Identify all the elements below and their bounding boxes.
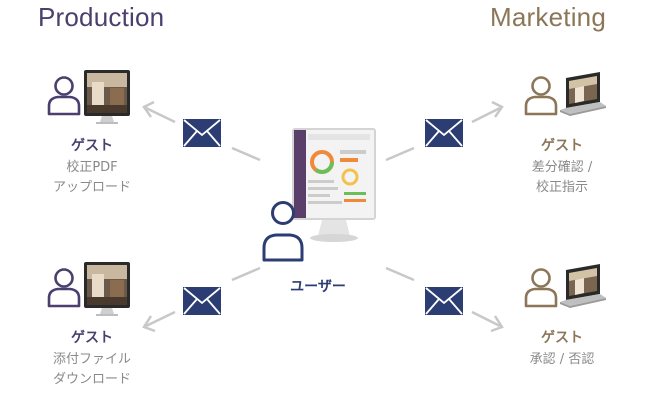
person-outline-icon <box>47 268 81 308</box>
node-label-top-right: ゲスト 差分確認 / 校正指示 <box>492 136 632 198</box>
arrow-bottom-right <box>385 266 504 333</box>
person-outline-icon <box>524 268 558 308</box>
node-line: 差分確認 / <box>531 160 593 175</box>
central-monitor-icon <box>292 128 376 242</box>
envelope-icon <box>182 118 222 148</box>
arrow-top-right <box>385 100 504 162</box>
person-outline-icon <box>524 76 558 116</box>
heading-marketing: Marketing <box>490 2 606 32</box>
guest-top-left <box>47 70 130 124</box>
node-label-bottom-right: ゲスト 承認 / 否認 <box>492 328 632 370</box>
guest-bottom-right <box>524 264 606 308</box>
heading-production: Production <box>38 2 165 32</box>
node-line: 校正指示 <box>535 180 588 195</box>
node-label-bottom-left: ゲスト 添付ファイル ダウンロード <box>22 328 162 390</box>
person-outline-icon <box>47 76 81 116</box>
node-line: 添付ファイル <box>52 352 131 367</box>
laptop-icon <box>560 72 606 116</box>
node-title: ゲスト <box>541 138 583 154</box>
envelope-icon <box>424 118 464 148</box>
guest-bottom-left <box>47 262 130 316</box>
node-line: ダウンロード <box>52 372 131 387</box>
node-title: ゲスト <box>71 138 113 154</box>
node-title: ゲスト <box>71 330 113 346</box>
node-title: ゲスト <box>541 330 583 346</box>
user-icon <box>262 201 304 262</box>
envelope-icon <box>424 286 464 316</box>
arrow-top-left <box>142 100 261 162</box>
node-line: アップロード <box>52 180 131 195</box>
desktop-monitor-icon <box>84 262 130 316</box>
arrow-bottom-left <box>142 266 261 333</box>
desktop-monitor-icon <box>84 70 130 124</box>
node-line: 承認 / 否認 <box>529 352 595 367</box>
guest-top-right <box>524 72 606 116</box>
envelope-icon <box>182 286 222 316</box>
laptop-icon <box>560 264 606 308</box>
node-line: 校正PDF <box>66 160 118 175</box>
node-label-top-left: ゲスト 校正PDF アップロード <box>22 136 162 198</box>
user-label: ユーザー <box>290 279 346 295</box>
